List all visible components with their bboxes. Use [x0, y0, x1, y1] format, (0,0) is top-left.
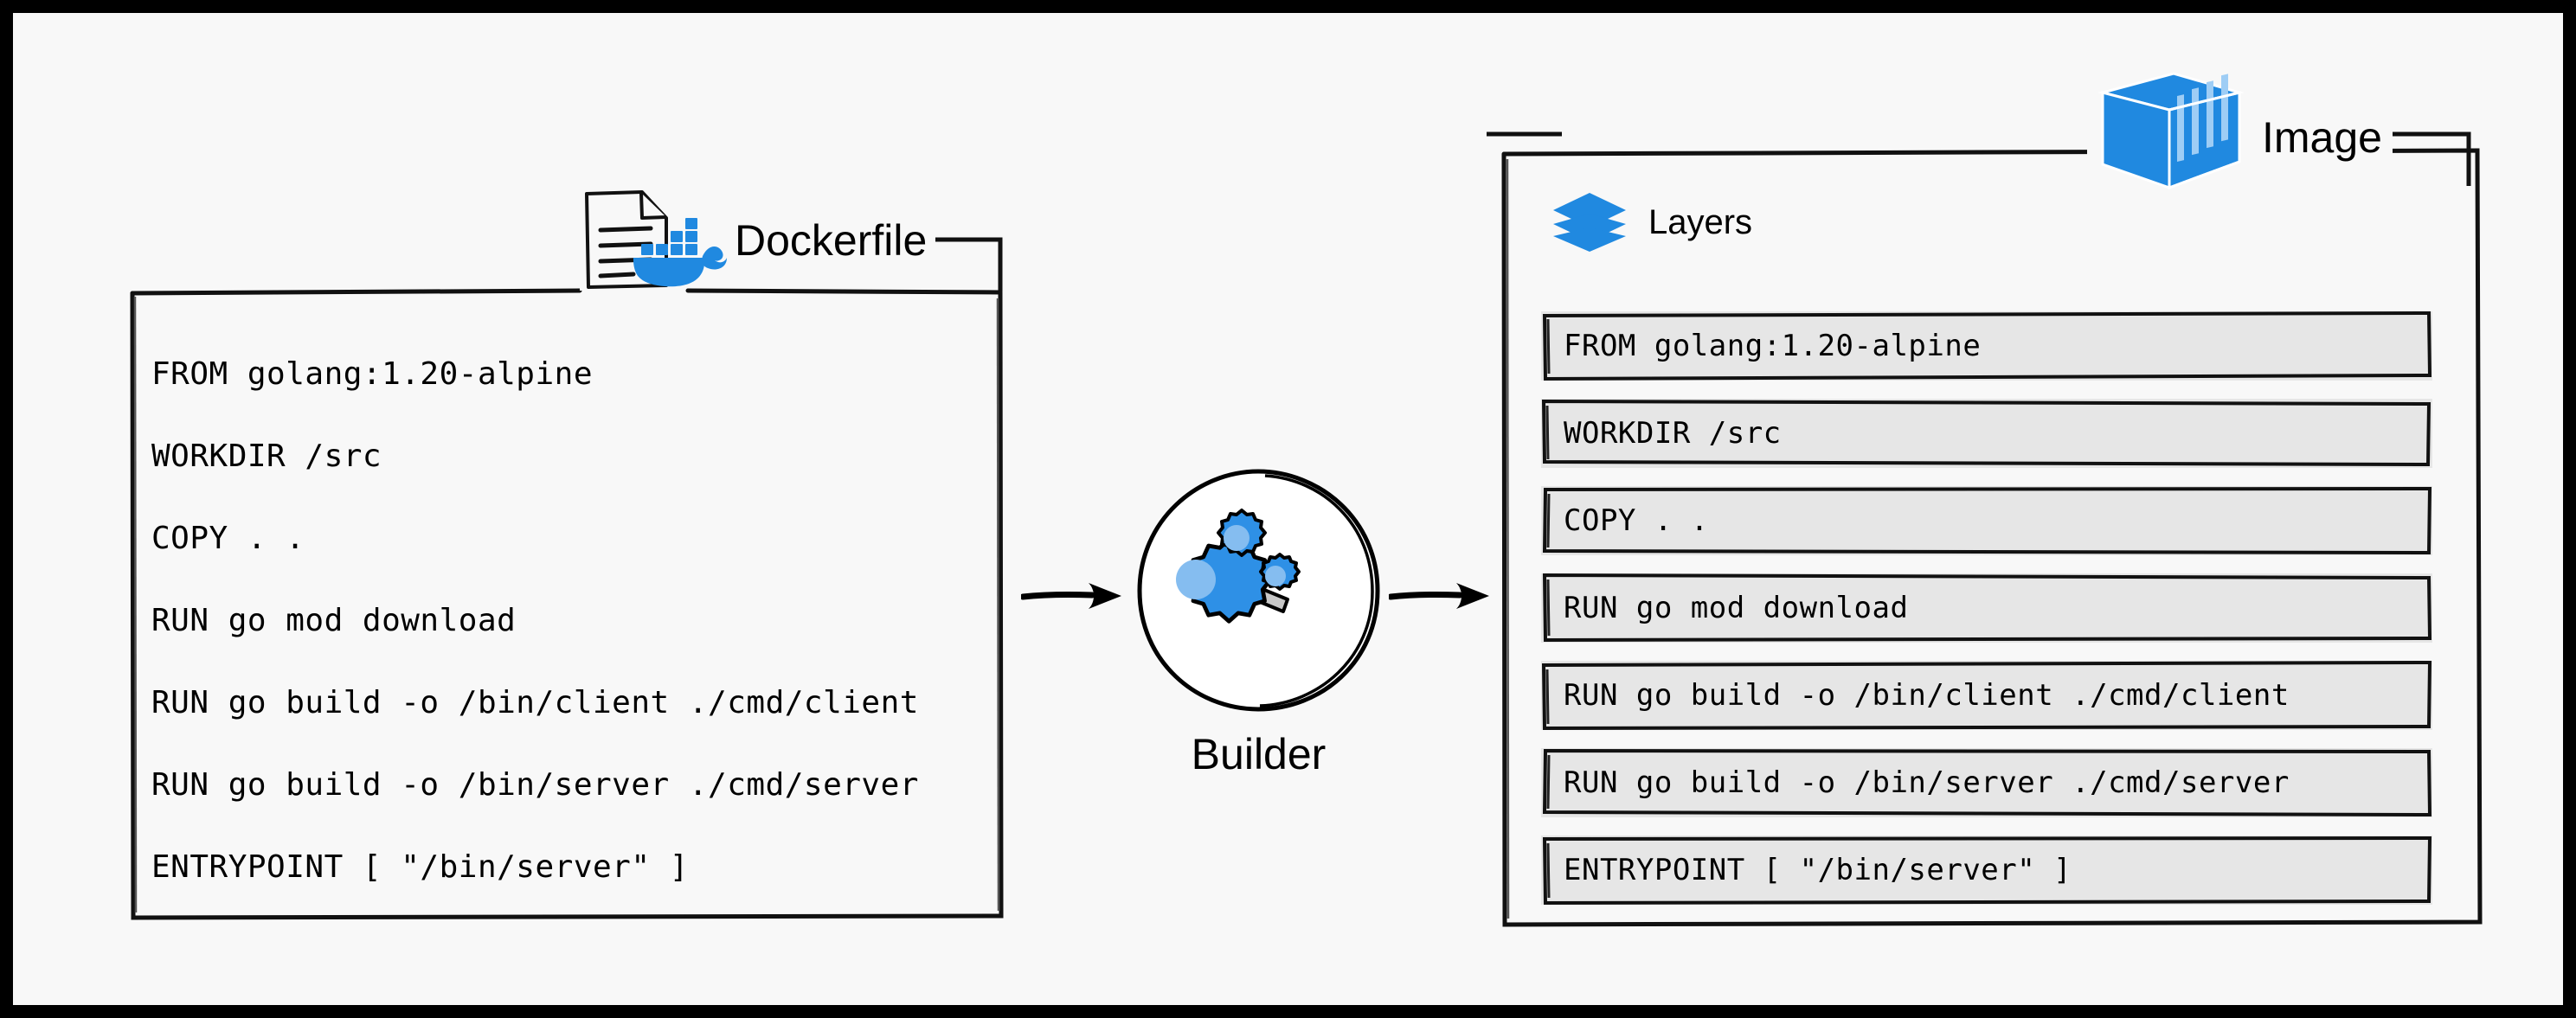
dockerfile-line: RUN go build -o /bin/server ./cmd/server — [151, 766, 919, 803]
image-panel: Layers FROM golang:1.20-alpine WORKDIR / — [1500, 147, 2483, 927]
dockerfile-line: WORKDIR /src — [151, 438, 382, 474]
layer-row[interactable]: ENTRYPOINT [ "/bin/server" ] — [1541, 836, 2432, 906]
layers-header: Layers — [1551, 189, 1752, 256]
docker-whale-icon — [630, 208, 729, 290]
layers-label-text: Layers — [1648, 203, 1753, 241]
layer-row[interactable]: RUN go build -o /bin/client ./cmd/client — [1541, 660, 2432, 731]
layer-row[interactable]: RUN go build -o /bin/server ./cmd/server — [1541, 748, 2432, 817]
diagram-canvas: FROM golang:1.20-alpine WORKDIR /src COP… — [13, 13, 2563, 1005]
gears-wrench-icon — [1176, 509, 1301, 624]
arrow-dockerfile-to-builder — [1019, 578, 1125, 612]
arrow-builder-to-image — [1387, 578, 1493, 612]
shipping-container-icon — [2087, 56, 2252, 208]
layer-row[interactable]: COPY . . — [1541, 486, 2432, 555]
layer-row[interactable]: RUN go mod download — [1541, 573, 2432, 643]
layer-text: RUN go mod download — [1564, 591, 1909, 625]
layer-row[interactable]: WORKDIR /src — [1541, 399, 2432, 468]
layer-text: COPY . . — [1564, 503, 1709, 538]
dockerfile-label-group: Dockerfile — [580, 182, 936, 295]
dockerfile-line: COPY . . — [151, 520, 305, 556]
dockerfile-line: FROM golang:1.20-alpine — [151, 355, 593, 392]
layer-text: FROM golang:1.20-alpine — [1564, 329, 1982, 363]
layer-row[interactable]: FROM golang:1.20-alpine — [1541, 311, 2432, 381]
layer-text: WORKDIR /src — [1564, 416, 1782, 451]
dockerfile-panel: FROM golang:1.20-alpine WORKDIR /src COP… — [130, 288, 1004, 920]
dockerfile-label-text: Dockerfile — [729, 219, 936, 262]
builder-node — [1135, 467, 1382, 714]
layer-list: FROM golang:1.20-alpine WORKDIR /src COP… — [1541, 311, 2432, 923]
dockerfile-line: RUN go mod download — [151, 602, 517, 638]
layers-stack-icon — [1551, 191, 1628, 253]
dockerfile-line: ENTRYPOINT [ "/bin/server" ] — [151, 848, 689, 885]
layer-text: RUN go build -o /bin/client ./cmd/client — [1564, 678, 2290, 713]
image-label-text: Image — [2252, 115, 2393, 159]
dockerfile-line: RUN go build -o /bin/client ./cmd/client — [151, 684, 919, 720]
dockerfile-content: FROM golang:1.20-alpine WORKDIR /src COP… — [151, 333, 982, 908]
image-label-group: Image — [2087, 56, 2393, 208]
layer-text: RUN go build -o /bin/server ./cmd/server — [1564, 765, 2290, 800]
layer-text: ENTRYPOINT [ "/bin/server" ] — [1564, 853, 2072, 887]
builder-label: Builder — [1191, 730, 1327, 778]
